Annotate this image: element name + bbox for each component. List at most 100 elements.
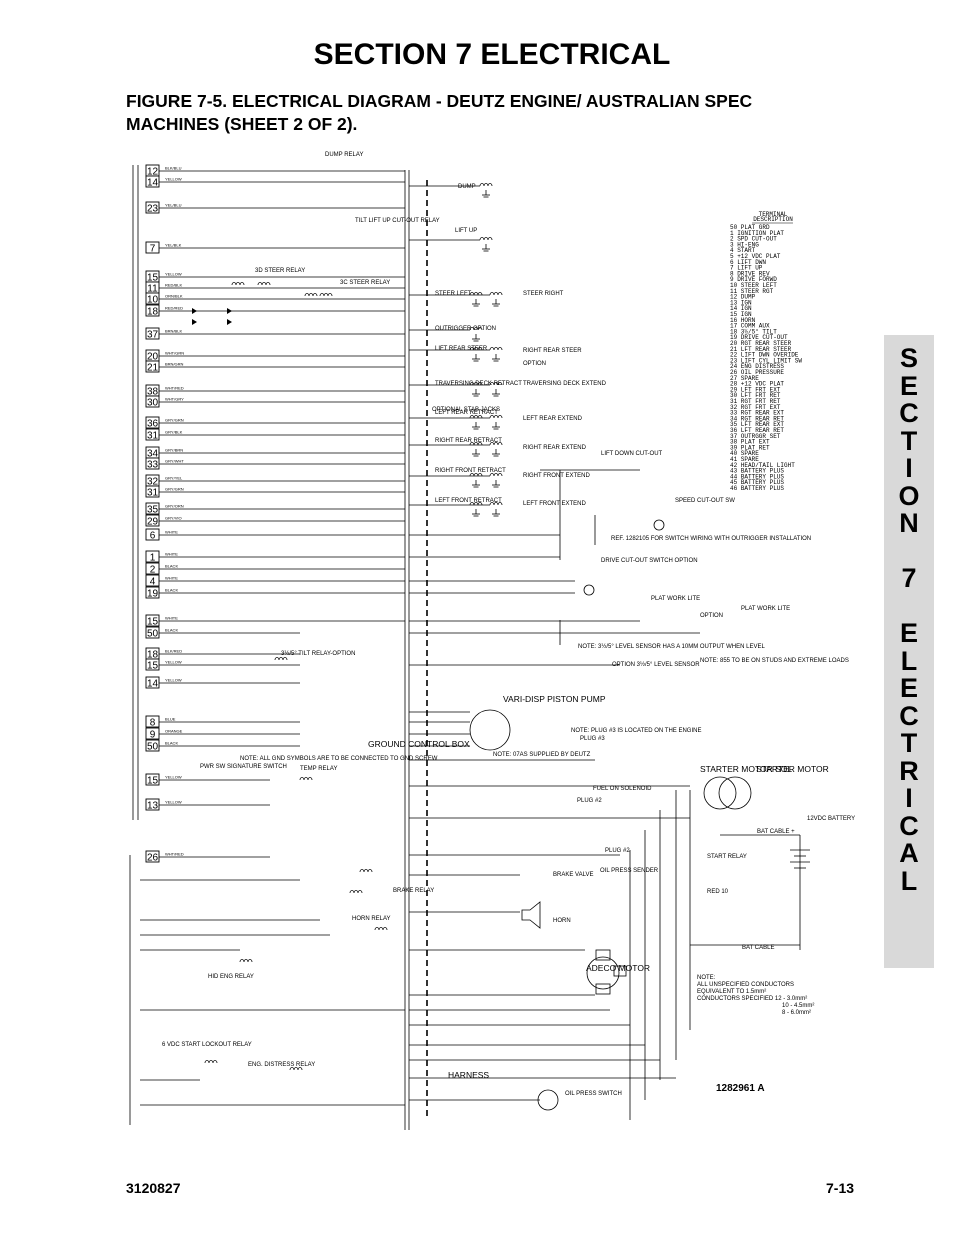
- diode-symbol: [192, 319, 197, 325]
- terminal-box: [145, 327, 160, 340]
- terminal-table-row: 34 RGT REAR RET: [730, 415, 784, 422]
- coil-symbol: [489, 292, 495, 296]
- terminal-box: [145, 502, 160, 515]
- terminal-number: 15: [147, 273, 159, 284]
- label-option: OPTION: [523, 361, 546, 367]
- terminal-table-row: 28 +12 VDC PLAT: [730, 381, 784, 388]
- wire-color-label: GRY/WHT: [165, 459, 184, 464]
- terminal-number: 36: [147, 419, 159, 430]
- coil-symbol: [489, 347, 495, 351]
- terminal-box: [145, 773, 160, 786]
- diode-symbol: [227, 308, 232, 314]
- label-start-lockout: 6 VDC START LOCKOUT RELAY: [162, 1042, 252, 1048]
- coil-symbol: [477, 382, 483, 386]
- terminal-number: 31: [147, 488, 159, 499]
- terminal-box: [145, 739, 160, 752]
- terminal-table-row: 45 BATTERY PLUS: [730, 479, 784, 486]
- wire-color-label: WHITE: [165, 576, 178, 581]
- wire-color-label: BLACK: [165, 741, 178, 746]
- coil-symbol: [497, 347, 503, 351]
- side-tab-letter: T: [900, 728, 918, 758]
- wire-color-label: BLK/BLU: [165, 166, 182, 171]
- label-brake-relay: BRAKE RELAY: [393, 888, 434, 894]
- wire-color-label: WHT/RED: [165, 852, 184, 857]
- terminal-number: 12: [147, 167, 159, 178]
- coil-symbol: [483, 237, 489, 241]
- terminal-table-row: 50 PLAT GRD: [730, 224, 770, 231]
- terminal-table-row: 29 LFT FRT EXT: [730, 386, 781, 393]
- wire-color-label: YELLOW: [165, 660, 182, 665]
- side-tab-letter: E: [899, 673, 918, 703]
- terminal-table-row: 19 DRIVE CUT-OUT: [730, 334, 788, 341]
- terminal-table-row: 3 HI-ENG: [730, 241, 759, 248]
- terminal-number: 6: [150, 531, 156, 542]
- label-lift-rear-steer: LIFT REAR STEER: [435, 346, 488, 352]
- label-option-level-sensor: OPTION 3½/5° LEVEL SENSOR: [612, 661, 700, 668]
- terminal-box: [145, 798, 160, 811]
- terminal-table-row: 17 COMM AUX: [730, 323, 770, 330]
- terminal-table-row: 40 SPARE: [730, 450, 759, 457]
- side-tab-letter: L: [900, 865, 918, 896]
- relay-coil: [239, 959, 245, 963]
- terminal-number: 8: [150, 718, 156, 729]
- label-steer-relay-3d: 3D STEER RELAY: [255, 268, 305, 274]
- terminal-number: 18: [147, 650, 159, 661]
- wire-color-label: BRN/GRN: [165, 362, 184, 367]
- wire-color-label: WHITE: [165, 616, 178, 621]
- terminal-table-row: 31 RGT FRT RET: [730, 398, 781, 405]
- terminal-box: [145, 428, 160, 441]
- coil-symbol: [497, 442, 503, 446]
- terminal-box: [145, 550, 160, 563]
- terminal-box: [145, 175, 160, 188]
- relay-coil: [374, 927, 380, 931]
- label-note-level-sensor: NOTE: 3½/5° LEVEL SENSOR HAS A 10MM OUTP…: [578, 643, 765, 650]
- terminal-box: [145, 360, 160, 373]
- label-ground-control-box: GROUND CONTROL BOX: [368, 739, 470, 749]
- coil-symbol: [477, 327, 483, 331]
- terminal-number: 15: [147, 776, 159, 787]
- wire-color-label: WHITE: [165, 530, 178, 535]
- relay-coil: [312, 293, 318, 297]
- terminal-number: 50: [147, 742, 159, 753]
- terminal-table-row: 27 SPARE: [730, 375, 759, 382]
- label-note-conductors-2: ALL UNSPECIFIED CONDUCTORS: [697, 982, 794, 988]
- terminal-table-row: 15 IGN: [730, 311, 752, 318]
- terminal-number: 21: [147, 363, 159, 374]
- label-bat-cable2: BAT CABLE: [742, 945, 774, 951]
- wire-color-label: ORN/BLK: [165, 294, 183, 299]
- label-plat-work-lite2: PLAT WORK LITE: [741, 606, 790, 612]
- terminal-number: 9: [150, 730, 156, 741]
- terminal-number: 34: [147, 449, 159, 460]
- relay-coil: [319, 293, 325, 297]
- terminal-number: 26: [147, 853, 159, 864]
- label-lift-up: LIFT UP: [455, 228, 477, 234]
- coil-symbol: [487, 183, 493, 187]
- relay-coil: [323, 293, 329, 297]
- wire-color-label: YEL/BLU: [165, 203, 182, 208]
- terminal-box: [145, 676, 160, 689]
- label-starter-motor: STARTER MOTOR: [756, 764, 829, 774]
- side-tab-letter: E: [899, 618, 918, 648]
- terminal-table-title: TERMINAL: [759, 211, 788, 218]
- terminal-table-subtitle: DESCRIPTION: [753, 216, 793, 223]
- relay-coil: [261, 282, 267, 286]
- terminal-number: 7: [150, 244, 156, 255]
- label-left-rear-extend: LEFT REAR EXTEND: [523, 416, 583, 422]
- relay-coil: [382, 927, 388, 931]
- label-pwr-sw: PWR SW SIGNATURE SWITCH: [200, 764, 287, 770]
- label-right-rear-extend: RIGHT REAR EXTEND: [523, 445, 587, 451]
- coil-symbol: [487, 237, 493, 241]
- side-tab-letter: T: [900, 425, 918, 456]
- label-optional-stab-jacks: OPTIONAL STAB.JACKS: [432, 407, 500, 413]
- terminal-number: 29: [147, 517, 159, 528]
- label-outrigger-option: OUTRIGGER OPTION: [435, 326, 496, 332]
- label-note-855: NOTE: 855 TO BE ON STUDS AND EXTREME LOA…: [700, 658, 849, 664]
- terminal-box: [145, 201, 160, 214]
- label-brake-valve: BRAKE VALVE: [553, 872, 593, 878]
- terminal-table-row: 42 HEAD/TAIL LIGHT: [730, 462, 795, 469]
- terminal-number: 33: [147, 460, 159, 471]
- terminal-table-row: 22 LIFT DWN OVERIDE: [730, 352, 799, 359]
- label-tilt-relay-35: 3½/5° TILT RELAY-OPTION: [281, 650, 355, 657]
- side-tab-letter: A: [899, 838, 919, 868]
